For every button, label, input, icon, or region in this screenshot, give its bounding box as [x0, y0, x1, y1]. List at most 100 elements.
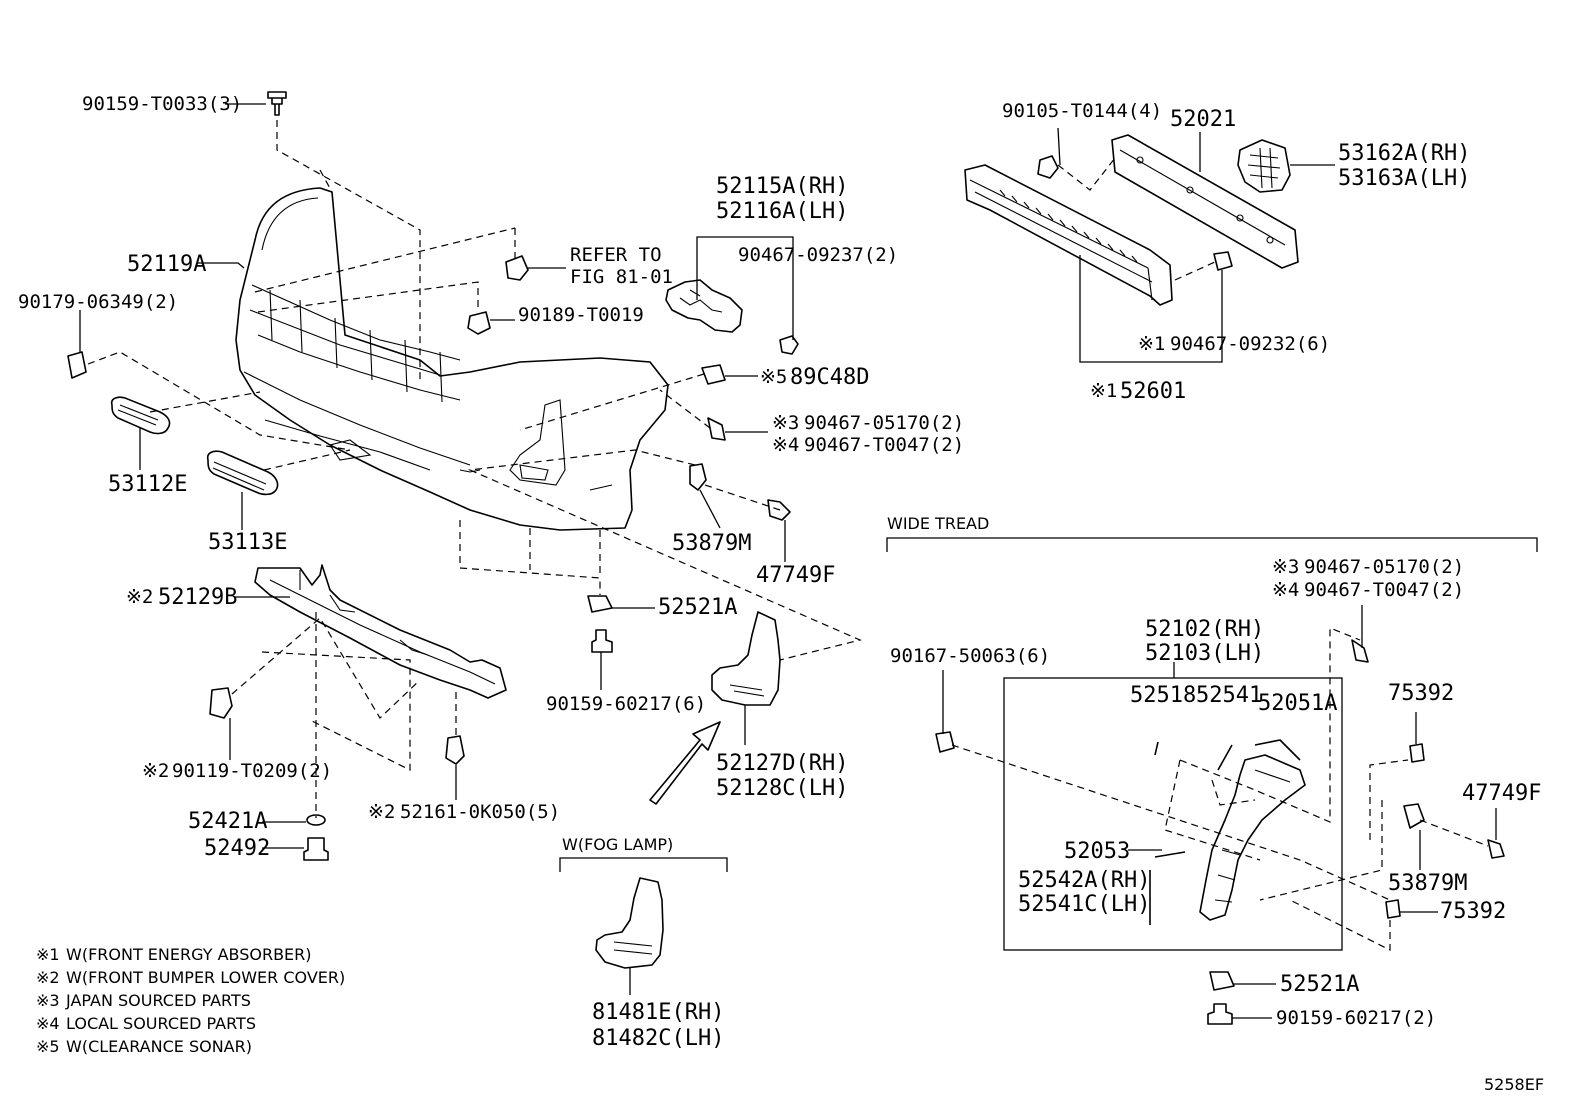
label-refer-to: REFER TO: [570, 244, 662, 266]
label-52492: 52492: [204, 836, 270, 861]
legend-text-1: W(FRONT ENERGY ABSORBER): [66, 945, 312, 964]
bolt-icon: [1207, 1003, 1233, 1025]
label-90467-09232: 90467-09232(6): [1170, 333, 1330, 355]
label-75392-a: 75392: [1388, 681, 1454, 706]
label-53112E: 53112E: [108, 472, 187, 497]
label-81482C: 81482C(LH): [592, 1026, 724, 1051]
clip-icon: [1385, 899, 1401, 919]
mark-m2-52129B: ※2: [126, 586, 153, 608]
label-52161-0K050: 52161-0K050(5): [400, 801, 560, 823]
label-52601: 52601: [1120, 379, 1186, 404]
bolt-icon: [779, 335, 799, 355]
clip-icon: [1213, 251, 1233, 271]
part-labels: 90159-T0033(3) 52119A 90179-06349(2) REF…: [18, 93, 1541, 1051]
label-53163A: 53163A(LH): [1338, 166, 1470, 191]
diagram-id: 5258EF: [1484, 1075, 1544, 1094]
label-47749F-b: 47749F: [1462, 781, 1541, 806]
mud-guard-drawing: [711, 611, 781, 706]
bumper-cover-drawing: [235, 187, 669, 531]
label-52102: 52102(RH): [1145, 617, 1264, 642]
mark-m2-90119: ※2: [142, 760, 169, 782]
label-47749F-a: 47749F: [756, 563, 835, 588]
label-90159-T0033: 90159-T0033(3): [82, 93, 242, 115]
label-52103: 52103(LH): [1145, 641, 1264, 666]
label-52051A: 52051A: [1258, 691, 1337, 716]
label-90467-05170-a: 90467-05170(2): [804, 412, 964, 434]
label-90179-06349: 90179-06349(2): [18, 291, 178, 313]
bolt-icon: [591, 629, 613, 653]
bolt-icon: [1487, 839, 1505, 859]
label-52521A-a: 52521A: [658, 595, 737, 620]
fog-lamp-title: W(FOG LAMP): [562, 835, 673, 854]
assembly-dash-lines: [87, 120, 1489, 951]
label-90189-T0019: 90189-T0019: [518, 304, 644, 326]
label-52521A-b: 52521A: [1280, 972, 1359, 997]
legend-text-5: W(CLEARANCE SONAR): [66, 1037, 252, 1056]
label-81481E: 81481E(RH): [592, 1000, 724, 1025]
leader-lines: [79, 103, 1538, 1019]
label-53113E: 53113E: [208, 530, 287, 555]
direction-arrow: [649, 721, 721, 805]
label-90159-60217-a: 90159-60217(6): [546, 693, 706, 715]
label-52021: 52021: [1170, 107, 1236, 132]
nut-icon: [1209, 971, 1235, 991]
label-52053: 52053: [1064, 839, 1130, 864]
mark-m5: ※5: [760, 366, 787, 388]
clip-icon: [1403, 803, 1425, 829]
bolt-icon: [267, 91, 287, 116]
label-52119A: 52119A: [127, 252, 206, 277]
legend-mark-5: ※5: [36, 1037, 60, 1056]
label-52115A: 52115A(RH): [716, 174, 848, 199]
label-52127D: 52127D(RH): [716, 751, 848, 776]
mark-m4-a: ※4: [772, 434, 799, 456]
mark-m1-a: ※1: [1138, 333, 1165, 355]
label-89C48D: 89C48D: [790, 365, 869, 390]
label-52542A: 52542A(RH): [1018, 868, 1150, 893]
legend-mark-3: ※3: [36, 991, 60, 1010]
clip-icon: [1409, 743, 1425, 763]
mark-m1-b: ※1: [1090, 380, 1117, 402]
label-90105-T0144: 90105-T0144(4): [1002, 100, 1162, 122]
label-90467-T0047-a: 90467-T0047(2): [804, 434, 964, 456]
label-52128C: 52128C(LH): [716, 776, 848, 801]
label-90167-50063: 90167-50063(6): [890, 645, 1050, 667]
legend-mark-4: ※4: [36, 1014, 60, 1033]
bolt-icon: [303, 837, 329, 861]
label-90467-05170-b: 90467-05170(2): [1304, 556, 1464, 578]
clip-icon: [445, 735, 465, 765]
legend-text-3: JAPAN SOURCED PARTS: [65, 991, 251, 1010]
legend-text-4: LOCAL SOURCED PARTS: [66, 1014, 256, 1033]
side-bracket-drawing: [665, 279, 743, 333]
bolt-icon: [935, 731, 955, 753]
legend-text-2: W(FRONT BUMPER LOWER COVER): [66, 968, 345, 987]
clip-icon: [67, 351, 87, 379]
washer-icon: [306, 814, 326, 826]
label-fig-81-01: FIG 81-01: [570, 266, 673, 288]
clip-icon: [707, 417, 726, 441]
mark-m4-b: ※4: [1272, 579, 1299, 601]
legend: ※1 W(FRONT ENERGY ABSORBER) ※2 W(FRONT B…: [36, 945, 345, 1056]
label-53162A: 53162A(RH): [1338, 141, 1470, 166]
label-90467-T0047-b: 90467-T0047(2): [1304, 579, 1464, 601]
label-52129B: 52129B: [158, 585, 237, 610]
wide-tread-title: WIDE TREAD: [887, 514, 989, 533]
label-75392-b: 75392: [1440, 899, 1506, 924]
lower-cover-drawing: [254, 564, 507, 699]
bolt-icon: [209, 687, 233, 719]
legend-mark-2: ※2: [36, 968, 60, 987]
label-90467-09237: 90467-09237(2): [738, 244, 898, 266]
label-90159-60217-b: 90159-60217(2): [1276, 1007, 1436, 1029]
bolt-icon: [1037, 155, 1059, 179]
wide-tread-drawing: [1149, 739, 1306, 925]
clip-icon: [467, 311, 491, 335]
label-53879M-b: 53879M: [1388, 871, 1467, 896]
label-52518: 52518: [1130, 683, 1196, 708]
bolt-icon: [767, 499, 791, 521]
label-52116A: 52116A(LH): [716, 199, 848, 224]
fog-lamp-part-drawing: [595, 877, 664, 969]
sensor-clip-icon: [701, 364, 726, 385]
label-52541: 52541: [1196, 683, 1262, 708]
clip-icon: [1351, 639, 1369, 663]
absorber-drawing: [964, 134, 1299, 306]
